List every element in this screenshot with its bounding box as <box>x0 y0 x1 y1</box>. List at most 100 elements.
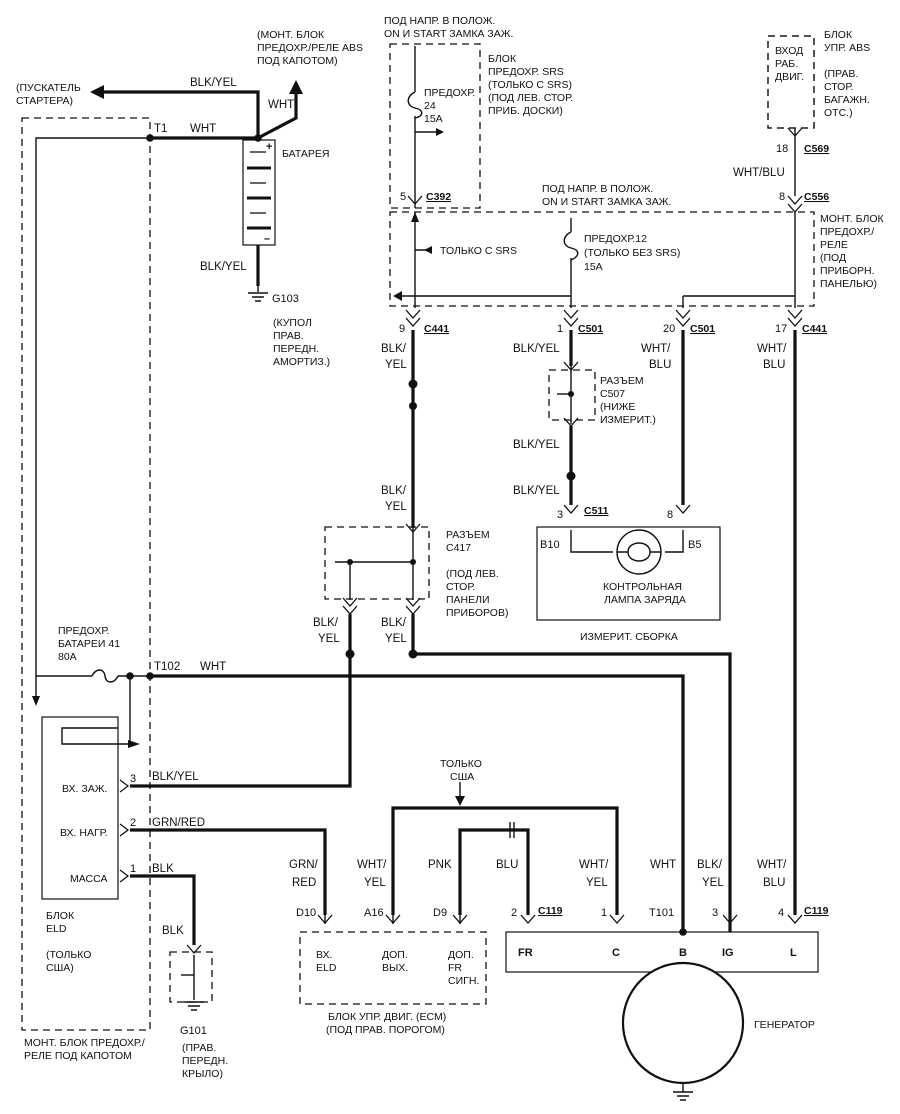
wire-label-grn-red: GRN/RED <box>152 817 205 829</box>
wire-label-blu: BLU <box>496 859 518 871</box>
hood-fuse-box-label: МОНТ. БЛОК ПРЕДОХР./ РЕЛЕ ПОД КАПОТОМ <box>24 1037 148 1062</box>
wire-label-wht-blu-alt: WHT/ BLU <box>757 859 790 889</box>
eld-load-input: ВХ. НАГР. <box>60 827 108 839</box>
connector-c441-right: C441 <box>802 323 827 335</box>
wire-label-blk-yel-starter: BLK/YEL <box>190 77 237 89</box>
pin-9: 9 <box>399 323 405 335</box>
battery-fuse-label: ПРЕДОХР. БАТАРЕИ 41 80A <box>58 625 123 663</box>
wire-label-blk-yel-battery: BLK/YEL <box>200 261 247 273</box>
svg-text:+: + <box>266 141 272 153</box>
pin-8-c511: 8 <box>667 509 673 521</box>
ecm-label: БЛОК УПР. ДВИГ. (ECM) (ПОД ПРАВ. ПОРОГОМ… <box>326 1011 449 1036</box>
connector-c501-right: C501 <box>690 323 715 335</box>
wire-label-blk-yel-c417-right: BLK/ YEL <box>381 617 409 645</box>
alternator-fr: FR <box>518 947 533 959</box>
thin-wires <box>32 46 796 1101</box>
pin-1-c501: 1 <box>557 323 563 335</box>
wire-label-wht-blu-abs: WHT/BLU <box>733 167 785 179</box>
pin-d10: D10 <box>296 907 316 919</box>
abs-unit-box <box>767 35 815 129</box>
connector-c556: C556 <box>804 191 829 203</box>
ground-g101-label: G101 <box>180 1025 207 1037</box>
connector-c569: C569 <box>804 143 829 155</box>
wire-label-wht-blu-c501: WHT/ BLU <box>641 343 674 371</box>
connector-c441-left: C441 <box>424 323 449 335</box>
wire-label-wht-abs: WHT <box>268 99 294 111</box>
pin-3-c119: 3 <box>712 907 718 919</box>
battery-label: БАТАРЕЯ <box>282 148 330 160</box>
charge-lamp-symbol <box>616 529 662 575</box>
dash-power-label: ПОД НАПР. В ПОЛОЖ. ON И START ЗАМКА ЗАЖ. <box>542 183 671 208</box>
connector-c511: C511 <box>584 505 609 517</box>
charge-lamp-label: КОНТРОЛЬНАЯ ЛАМПА ЗАРЯДА <box>603 581 686 606</box>
alternator-c: C <box>612 947 620 959</box>
pin-b5: B5 <box>688 539 701 551</box>
alternator-label: ГЕНЕРАТОР <box>754 1019 815 1031</box>
gauge-assembly-label: ИЗМЕРИТ. СБОРКА <box>580 631 678 643</box>
ground-g103-location: (КУПОЛ ПРАВ. ПЕРЕДН. АМОРТИЗ.) <box>273 317 330 368</box>
pin-20: 20 <box>663 323 675 335</box>
alternator-l: L <box>790 947 797 959</box>
wire-label-grn-red-ecm: GRN/ RED <box>289 859 321 889</box>
eld-ground: МАССА <box>70 873 107 885</box>
pin-2-c119: 2 <box>511 907 517 919</box>
alternator-b: B <box>679 947 687 959</box>
connector-c417-label: РАЗЪЕМ C417 (ПОД ЛЕВ. СТОР. ПАНЕЛИ ПРИБО… <box>446 529 508 619</box>
capacitor-symbol <box>504 822 528 838</box>
pin-3-eld: 3 <box>130 773 136 785</box>
wire-label-blk-yel-eld: BLK/YEL <box>152 771 199 783</box>
wire-label-wht-t1: WHT <box>190 123 216 135</box>
connector-c392: C392 <box>426 191 451 203</box>
srs-fuse-box-label: БЛОК ПРЕДОХР. SRS (ТОЛЬКО С SRS) (ПОД ЛЕ… <box>488 53 576 117</box>
only-srs-label: ТОЛЬКО С SRS <box>440 245 517 257</box>
fuse-41-symbol <box>91 669 119 683</box>
fuse-24-label: ПРЕДОХР. 24 15A <box>424 87 478 125</box>
connector-c119-right: C119 <box>804 905 829 917</box>
pin-b10: B10 <box>540 539 560 551</box>
abs-unit-label: БЛОК УПР. ABS (ПРАВ. СТОР. БАГАЖН. ОТС.) <box>824 29 873 119</box>
pin-a16: A16 <box>364 907 384 919</box>
gauge-assembly-box <box>536 526 721 621</box>
only-usa-label: ТОЛЬКО США <box>440 758 485 783</box>
battery-symbol: + – <box>242 139 276 246</box>
alternator-symbol <box>621 961 745 1085</box>
abs-unit-engine-input: ВХОД РАБ. ДВИГ. <box>775 45 806 83</box>
wire-label-blk-yel-c417-left: BLK/ YEL <box>313 617 341 645</box>
wire-label-wht-yel-alt: WHT/ YEL <box>579 859 612 889</box>
wire-label-blk-yel-c511: BLK/YEL <box>513 485 560 497</box>
dash-fuse-box-outline <box>389 211 815 307</box>
dash-fuse-box-label: МОНТ. БЛОК ПРЕДОХР./ РЕЛЕ (ПОД ПРИБОРН. … <box>820 213 887 290</box>
pin-3-c511: 3 <box>557 509 563 521</box>
wire-label-blk-yel-c507: BLK/YEL <box>513 439 560 451</box>
pin-2-eld: 2 <box>130 817 136 829</box>
fuse-24-symbol <box>407 91 423 119</box>
ecm-eld-input: ВХ. ELD <box>316 949 337 974</box>
wire-label-blk-yel-c441: BLK/ YEL <box>381 343 409 371</box>
pin-17: 17 <box>775 323 787 335</box>
srs-fuse-box-outline <box>389 43 481 209</box>
terminal-t102-label: T102 <box>154 661 180 673</box>
srs-power-label: ПОД НАПР. В ПОЛОЖ. ON И START ЗАМКА ЗАЖ. <box>384 15 513 40</box>
ecm-outline <box>299 931 487 1005</box>
connector-c119-left: C119 <box>538 905 563 917</box>
wire-label-wht-blu-c441: WHT/ BLU <box>757 343 790 371</box>
ecm-fr-signal: ДОП. FR СИГН. <box>448 949 479 987</box>
eld-unit-box <box>41 716 119 900</box>
eld-ignition-input: ВХ. ЗАЖ. <box>62 783 107 795</box>
starter-label: (ПУСКАТЕЛЬ СТАРТЕРА) <box>16 82 84 107</box>
ground-g103-label: G103 <box>272 293 299 305</box>
wire-label-blk-eld: BLK <box>152 863 174 875</box>
wire-label-wht-t102: WHT <box>200 661 226 673</box>
svg-text:–: – <box>264 233 270 245</box>
wire-label-blk-g101: BLK <box>162 925 184 937</box>
connector-c507-label: РАЗЪЕМ C507 (НИЖЕ ИЗМЕРИТ.) <box>600 375 656 426</box>
wire-label-wht-yel-ecm: WHT/ YEL <box>357 859 390 889</box>
fuse-12-label: ПРЕДОХР.12 (ТОЛЬКО БЕЗ SRS) 15A <box>584 233 683 273</box>
alternator-ig: IG <box>722 947 734 959</box>
connector-marks <box>119 127 803 954</box>
connector-c501-left: C501 <box>578 323 603 335</box>
terminal-t101-label: T101 <box>649 907 674 919</box>
pin-4-c119: 4 <box>778 907 784 919</box>
wire-label-wht-alt: WHT <box>650 859 676 871</box>
